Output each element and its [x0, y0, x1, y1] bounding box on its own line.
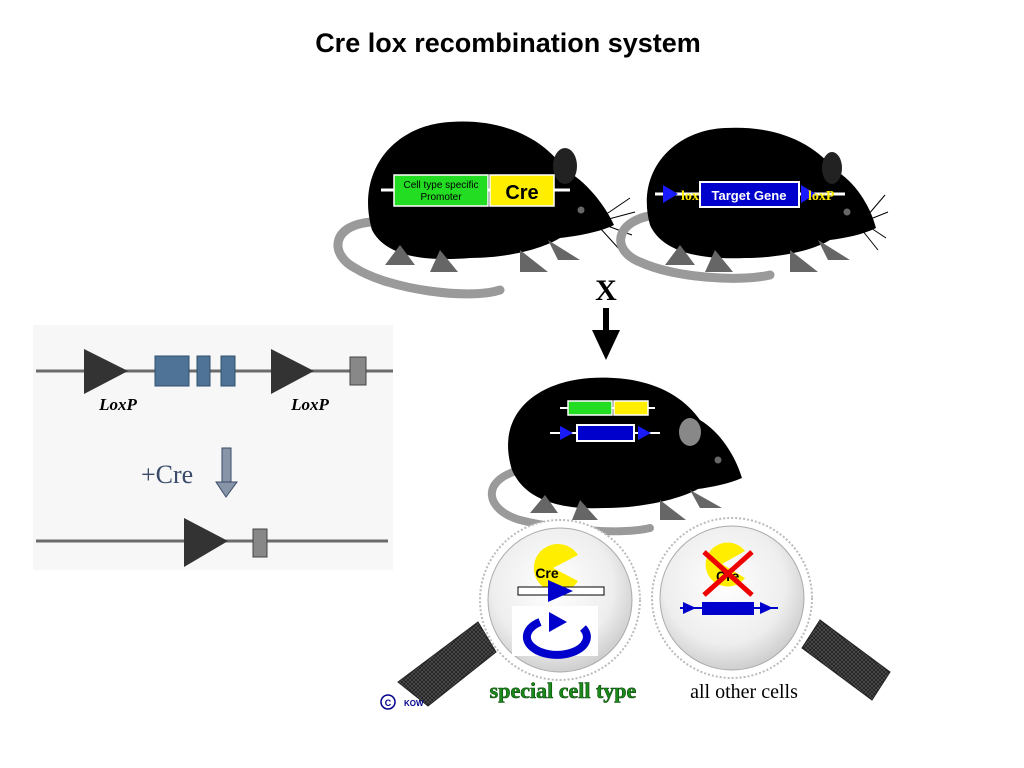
downstream-exon	[349, 356, 367, 386]
special-cre-label: Cre	[535, 565, 559, 581]
loxp-label-1: LoxP	[98, 395, 137, 414]
loxp-arrow-right	[801, 185, 816, 203]
downstream-exon-after	[252, 528, 268, 558]
floxed-mouse-whiskers	[861, 194, 889, 251]
other-cells-lens: Cre all other cells	[651, 517, 891, 703]
offspring-mouse-ear	[679, 418, 701, 446]
other-cre-protein	[705, 542, 745, 587]
other-target-gene	[702, 602, 754, 615]
cross-out-line-2	[702, 550, 754, 597]
offspring-loxp-right	[638, 426, 651, 440]
target-gene-label: Target Gene	[712, 188, 787, 203]
floxed-mouse: loxP Target Gene loxP	[616, 127, 889, 283]
cre-mouse-eye	[577, 206, 585, 214]
slide-title: Cre lox recombination system	[315, 28, 701, 58]
other-loxp-right	[760, 602, 773, 614]
cre-gene-box	[489, 174, 555, 207]
floxed-mouse-eye	[843, 208, 851, 216]
recombination-arrow	[215, 447, 238, 498]
excised-circle	[522, 618, 591, 659]
offspring-mouse-eye	[714, 456, 722, 464]
offspring-arrow	[592, 308, 620, 360]
floxed-mouse-ear	[822, 152, 842, 184]
promoter-label-line1: Cell type specific	[403, 180, 478, 191]
recombined-construct	[36, 518, 388, 567]
cre-mouse-ear	[553, 148, 577, 184]
offspring-mouse-body	[508, 377, 742, 509]
cross-symbol: X	[595, 274, 617, 307]
offspring-mouse-feet	[530, 490, 722, 520]
floxed-loxp-right: loxP	[808, 189, 835, 204]
cre-mouse-feet	[385, 240, 580, 272]
cre-mouse: Cell type specific Promoter Cre	[333, 121, 636, 299]
copyright-symbol: C	[385, 698, 392, 708]
offspring-loxp-left	[560, 426, 573, 440]
other-loxp-left	[683, 602, 696, 614]
exon-3	[220, 355, 236, 387]
special-loxp-arrow	[548, 580, 573, 602]
other-cells-label: all other cells	[690, 681, 798, 703]
offspring-promoter-box	[567, 400, 613, 416]
promoter-box	[393, 174, 489, 207]
cre-mouse-tail	[333, 217, 505, 299]
other-lens-handle	[801, 619, 891, 701]
loxp-panel: LoxP LoxP +Cre	[33, 325, 393, 570]
target-gene-box	[699, 181, 800, 208]
floxed-construct: LoxP LoxP	[36, 349, 393, 414]
special-lens-handle	[397, 621, 497, 707]
copyright-text: KOW	[404, 699, 424, 708]
loxp-label-2: LoxP	[290, 395, 329, 414]
exon-2	[196, 355, 211, 387]
floxed-mouse-tail	[616, 210, 775, 283]
loxp-triangle-remaining	[184, 518, 228, 567]
offspring-target-gene	[576, 424, 635, 442]
exon-1	[154, 355, 190, 387]
cre-added-label: +Cre	[141, 460, 193, 489]
special-cell-lens: Cre special cell type	[397, 519, 641, 707]
offspring-cre-box	[613, 400, 649, 416]
special-cell-label: special cell type	[490, 678, 637, 703]
special-cre-protein	[533, 544, 578, 593]
loxp-triangle-left	[84, 349, 128, 394]
offspring-mouse-tail	[487, 466, 654, 536]
loxp-triangle-right	[271, 349, 314, 394]
cre-gene-label: Cre	[505, 182, 538, 204]
excised-loxp-arrow	[549, 612, 567, 632]
floxed-mouse-feet	[665, 240, 850, 272]
cre-mouse-whiskers	[599, 197, 636, 251]
copyright-mark: C KOW	[380, 694, 424, 710]
promoter-label-line2: Promoter	[420, 192, 462, 203]
offspring-mouse	[487, 377, 742, 536]
loxp-arrow-left	[663, 185, 678, 203]
